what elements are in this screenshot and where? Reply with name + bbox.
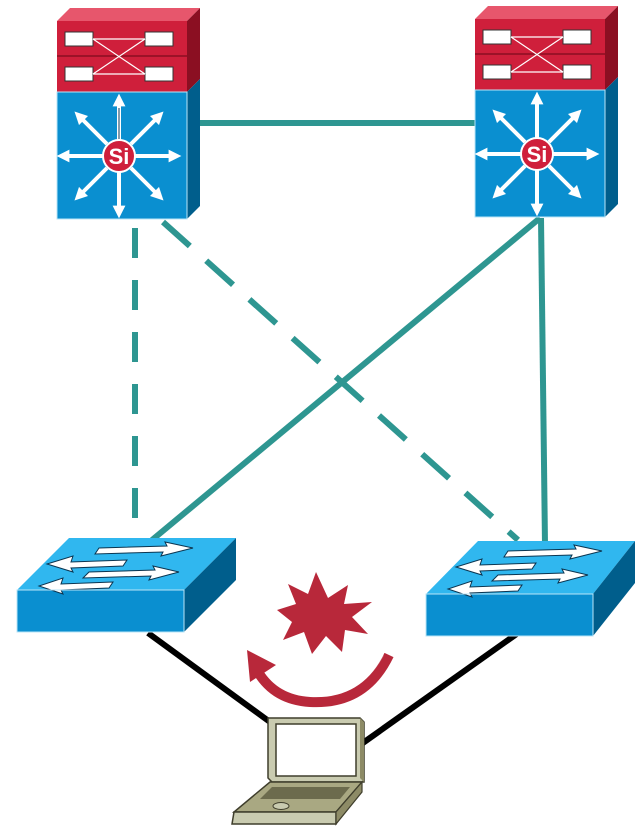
burst-icon bbox=[277, 572, 372, 654]
laptop-screen bbox=[275, 723, 357, 777]
router-port bbox=[144, 66, 174, 82]
link-core-right-access-right bbox=[538, 217, 548, 546]
router-side-face bbox=[187, 8, 200, 92]
switch-front-face bbox=[17, 590, 184, 632]
access-switch-left[interactable] bbox=[16, 538, 236, 633]
router-port bbox=[562, 29, 592, 45]
switch-side-face bbox=[593, 541, 635, 636]
si-badge bbox=[520, 137, 554, 171]
si-label: Si bbox=[527, 142, 548, 167]
laptop[interactable] bbox=[231, 717, 365, 826]
switch-arrows bbox=[474, 91, 600, 217]
switch-top-arrows bbox=[446, 544, 603, 598]
router-port bbox=[482, 29, 512, 45]
router-top-face bbox=[57, 8, 200, 21]
link-access-left-laptop bbox=[146, 630, 272, 725]
core-switch-left[interactable]: Si bbox=[56, 8, 200, 220]
router-port bbox=[64, 66, 94, 82]
router-port bbox=[144, 31, 174, 47]
switch-side-face bbox=[605, 77, 618, 217]
access-switch-right[interactable] bbox=[425, 541, 635, 637]
switch-front-face bbox=[426, 594, 593, 636]
router-port bbox=[64, 31, 94, 47]
loop-arrow-icon bbox=[247, 650, 394, 708]
router-side-face bbox=[605, 6, 618, 90]
router-port bbox=[482, 64, 512, 80]
switch-side-face bbox=[184, 538, 236, 632]
si-label: Si bbox=[109, 144, 130, 169]
laptop-front-edge bbox=[231, 811, 337, 825]
core-switch-right[interactable]: Si bbox=[474, 6, 618, 218]
link-core-right-access-left bbox=[150, 215, 542, 543]
router-cross-lines bbox=[92, 38, 146, 75]
switch-side-face bbox=[187, 79, 200, 219]
link-access-right-laptop bbox=[358, 630, 520, 748]
links-layer bbox=[132, 120, 548, 748]
router-cross-lines bbox=[510, 36, 564, 73]
si-badge bbox=[102, 139, 136, 173]
router-top-face bbox=[475, 6, 618, 19]
router-port bbox=[562, 64, 592, 80]
